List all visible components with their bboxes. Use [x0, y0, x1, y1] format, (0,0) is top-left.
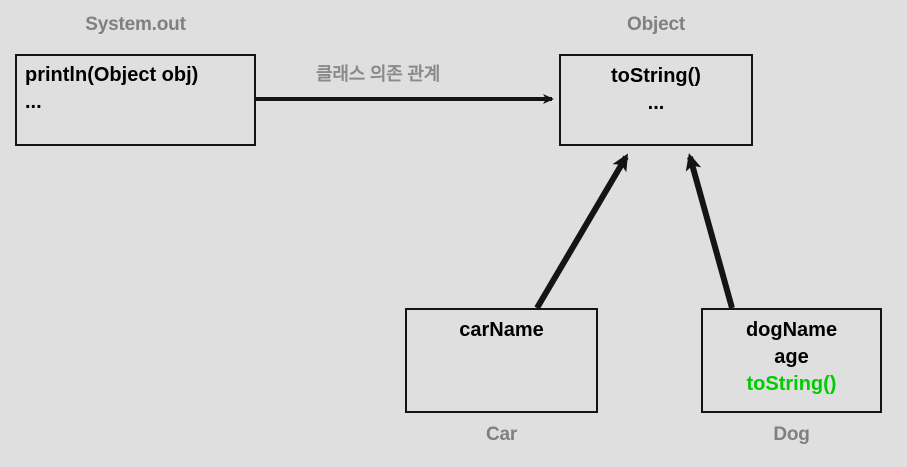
class-label-dog: Dog — [773, 424, 810, 445]
dependency-edge-label: 클래스 의존 관계 — [316, 64, 441, 84]
member-item: toString() — [611, 65, 701, 87]
class-members-dog: dogName age toString() — [703, 317, 880, 398]
dog-inheritance-edge — [685, 153, 735, 309]
class-label-car: Car — [485, 424, 518, 445]
member-item: ... — [25, 91, 42, 113]
car-inheritance-edge — [534, 153, 629, 310]
class-box-dog[interactable]: dogName age toString() — [701, 308, 882, 413]
class-box-car[interactable]: carName — [405, 308, 598, 413]
member-item: dogName — [745, 319, 838, 341]
member-item: carName — [459, 319, 544, 341]
member-item: ... — [647, 92, 665, 114]
member-item: age — [774, 346, 809, 368]
class-box-system-out[interactable]: println(Object obj) ... — [15, 54, 256, 146]
class-label-object: Object — [627, 14, 685, 35]
class-members-car: carName — [407, 317, 596, 344]
member-item: println(Object obj) — [25, 64, 199, 86]
class-box-object[interactable]: toString() ... — [559, 54, 753, 146]
class-members-system-out: println(Object obj) ... — [25, 62, 198, 116]
class-label-system-out: System.out — [85, 14, 186, 35]
member-item-override: toString() — [746, 373, 837, 395]
class-members-object: toString() ... — [561, 63, 751, 117]
